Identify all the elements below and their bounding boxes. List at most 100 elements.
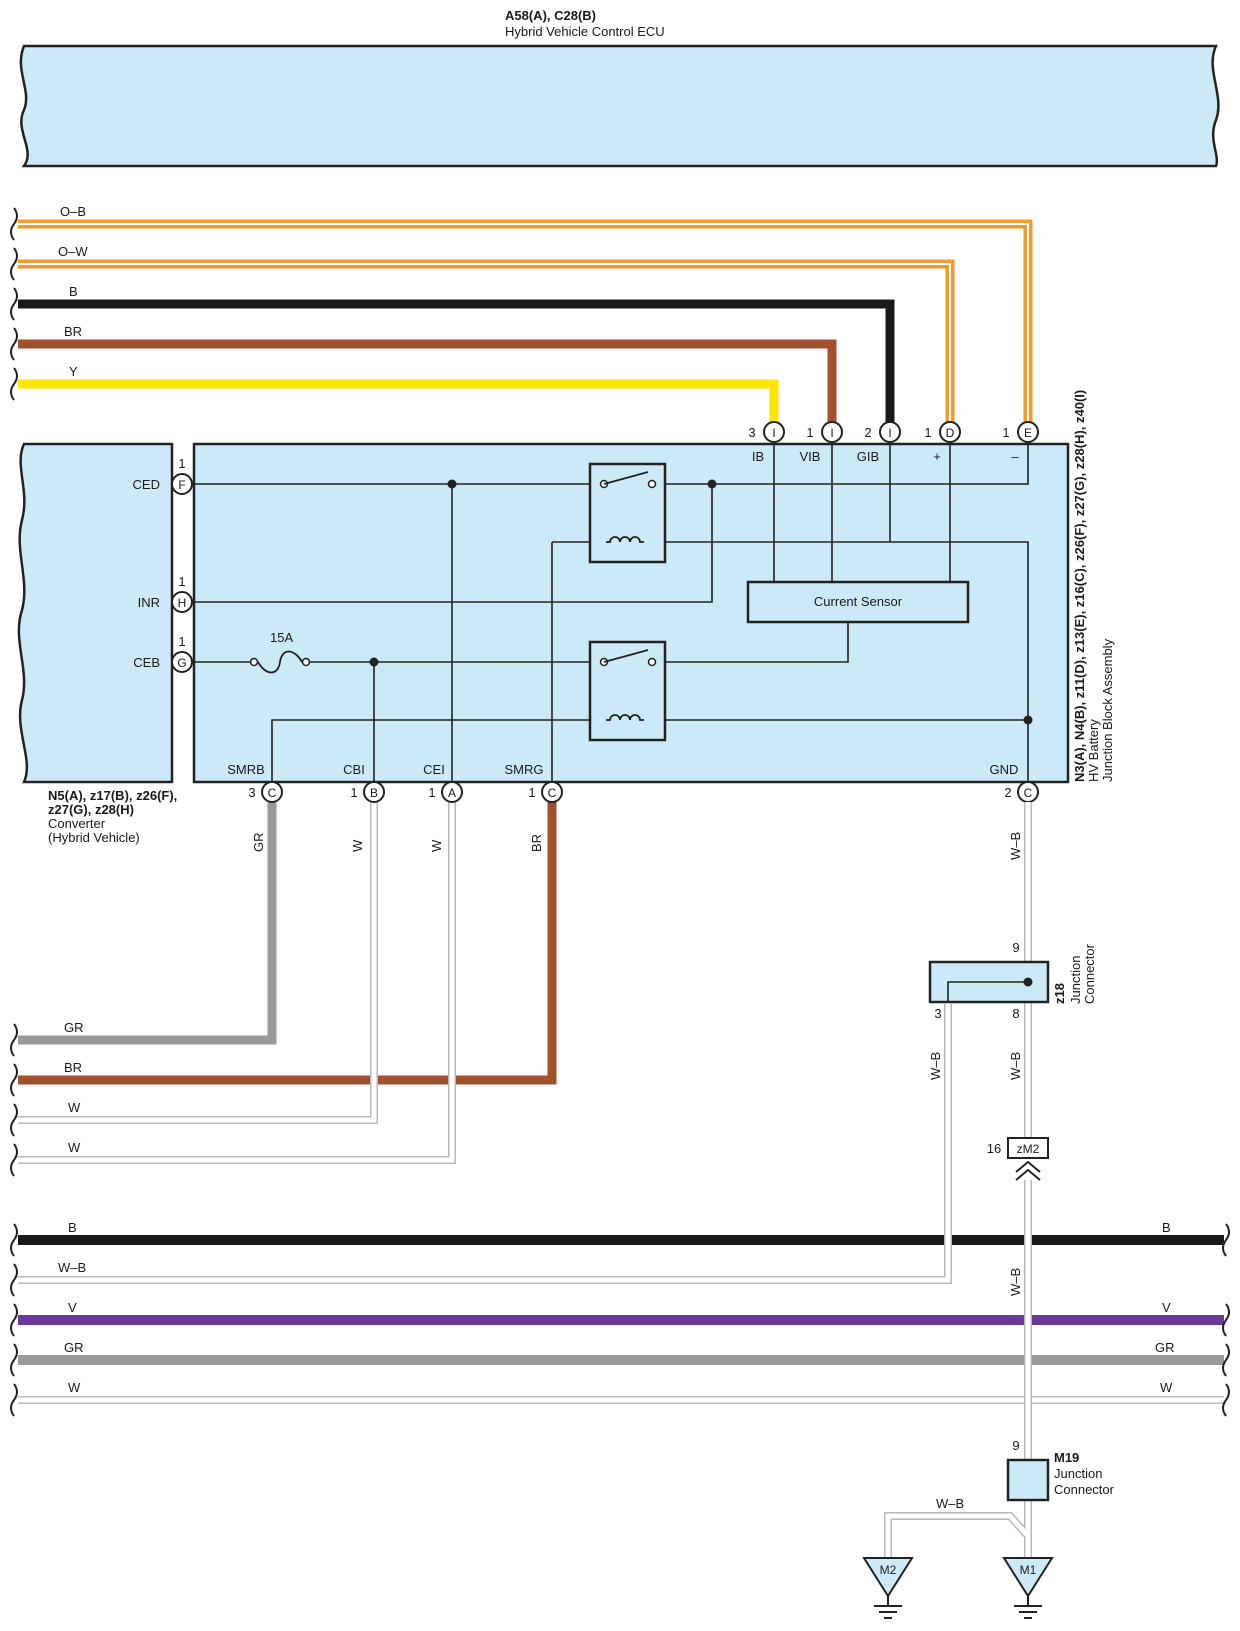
svg-text:W–B: W–B (1008, 1268, 1023, 1296)
svg-text:1: 1 (924, 425, 931, 440)
converter-name: Converter (48, 816, 106, 831)
svg-text:3: 3 (934, 1006, 941, 1021)
svg-text:1: 1 (1002, 425, 1009, 440)
svg-text:CED: CED (133, 477, 160, 492)
wire-label: Y (69, 364, 78, 379)
svg-text:CBI: CBI (343, 762, 365, 777)
svg-text:GIB: GIB (857, 449, 879, 464)
svg-text:W–B: W–B (58, 1260, 86, 1275)
pin-inr: H 1 INR (138, 574, 193, 613)
svg-text:3: 3 (748, 425, 755, 440)
wire-y-top (18, 379, 779, 432)
svg-text:V: V (1162, 1300, 1171, 1315)
bottom-buses: B W–B V GR W B V GR W (10, 1004, 1230, 1417)
svg-text:I: I (772, 426, 775, 440)
svg-text:1: 1 (178, 456, 185, 471)
svg-text:D: D (946, 426, 955, 440)
svg-text:GND: GND (990, 762, 1019, 777)
battery-connectors: N3(A), N4(B), z11(D), z13(E), z16(C), z2… (1072, 390, 1087, 782)
svg-text:1: 1 (528, 785, 535, 800)
converter-name: (Hybrid Vehicle) (48, 830, 140, 845)
svg-text:W–B: W–B (928, 1052, 943, 1080)
svg-text:+: + (933, 449, 941, 464)
svg-text:INR: INR (138, 595, 160, 610)
svg-text:BR: BR (529, 834, 544, 852)
converter-connectors: z27(G), z28(H) (48, 802, 134, 817)
svg-text:W–B: W–B (936, 1496, 964, 1511)
wire-o-b (18, 219, 1033, 432)
svg-text:Junction: Junction (1068, 956, 1083, 1004)
svg-text:BR: BR (64, 1060, 82, 1075)
pin-plus: D 1 + (924, 421, 961, 464)
svg-text:1: 1 (178, 574, 185, 589)
pin-gnd: C 2 GND (990, 762, 1039, 803)
svg-text:H: H (178, 596, 187, 610)
svg-text:B: B (68, 1220, 77, 1235)
ground-path: W–B W–B W–B W–B W–B (884, 802, 1032, 1558)
svg-text:W: W (429, 839, 444, 852)
fuse-label: 15A (270, 630, 293, 645)
pin-ib: I 3 IB (748, 421, 785, 464)
svg-text:Connector: Connector (1082, 943, 1097, 1004)
svg-text:Junction: Junction (1054, 1466, 1102, 1481)
svg-text:G: G (177, 656, 186, 670)
svg-text:B: B (1162, 1220, 1171, 1235)
svg-text:C: C (548, 786, 557, 800)
svg-text:CEI: CEI (423, 762, 445, 777)
ground-m2: M2 (862, 1557, 914, 1619)
wire-label: O–B (60, 204, 86, 219)
pin-smrg: C 1 SMRG (505, 762, 563, 803)
top-pins: I 3 IB I 1 VIB I 2 GIB D 1 + E 1 – (748, 421, 1039, 464)
svg-text:SMRG: SMRG (505, 762, 544, 777)
pin-cbi: B 1 CBI (343, 762, 385, 803)
current-sensor-label: Current Sensor (814, 594, 903, 609)
svg-text:z18: z18 (1052, 983, 1067, 1004)
wire-br-top (18, 339, 837, 432)
current-sensor: Current Sensor (746, 580, 970, 624)
svg-text:Connector: Connector (1054, 1482, 1115, 1497)
svg-text:W: W (68, 1140, 81, 1155)
svg-text:1: 1 (428, 785, 435, 800)
svg-text:SMRB: SMRB (227, 762, 265, 777)
battery-name: Junction Block Assembly (1100, 638, 1115, 782)
wire-b-top (18, 299, 895, 432)
svg-text:GR: GR (64, 1020, 84, 1035)
svg-text:GR: GR (251, 833, 266, 853)
ecu-connectors: A58(A), C28(B) (505, 8, 596, 23)
svg-text:2: 2 (864, 425, 871, 440)
svg-text:8: 8 (1012, 1006, 1019, 1021)
svg-text:GR: GR (64, 1340, 84, 1355)
svg-text:M2: M2 (880, 1563, 897, 1577)
svg-text:zM2: zM2 (1017, 1142, 1040, 1156)
svg-text:1: 1 (178, 634, 185, 649)
svg-text:W–B: W–B (1008, 832, 1023, 860)
pin-smrb: C 3 SMRB (227, 762, 283, 803)
svg-text:I: I (830, 426, 833, 440)
pin-gib: I 2 GIB (857, 421, 901, 464)
svg-text:V: V (68, 1300, 77, 1315)
pin-ced: F 1 CED (133, 456, 193, 495)
svg-text:1: 1 (350, 785, 357, 800)
svg-text:W–B: W–B (1008, 1052, 1023, 1080)
ground-m1: M1 (1002, 1557, 1054, 1619)
svg-text:9: 9 (1012, 940, 1019, 955)
svg-text:A: A (448, 786, 456, 800)
wire-label: B (69, 284, 78, 299)
ecu-name: Hybrid Vehicle Control ECU (505, 24, 665, 39)
svg-text:W: W (68, 1100, 81, 1115)
pin-ceb: G 1 CEB (133, 634, 193, 673)
svg-text:W: W (1160, 1380, 1173, 1395)
left-pins: F 1 CED H 1 INR G 1 CEB (133, 456, 193, 673)
svg-text:3: 3 (248, 785, 255, 800)
svg-text:M1: M1 (1020, 1563, 1037, 1577)
svg-text:C: C (1024, 786, 1033, 800)
svg-text:W: W (68, 1380, 81, 1395)
svg-text:E: E (1024, 426, 1032, 440)
wire-label: O–W (58, 244, 88, 259)
svg-text:B: B (370, 786, 378, 800)
wire-label: BR (64, 324, 82, 339)
pin-vib: I 1 VIB (800, 421, 843, 464)
converter-block: N5(A), z17(B), z26(F), z27(G), z28(H) Co… (17, 442, 177, 845)
zm2-connector: zM2 16 (987, 1137, 1049, 1181)
